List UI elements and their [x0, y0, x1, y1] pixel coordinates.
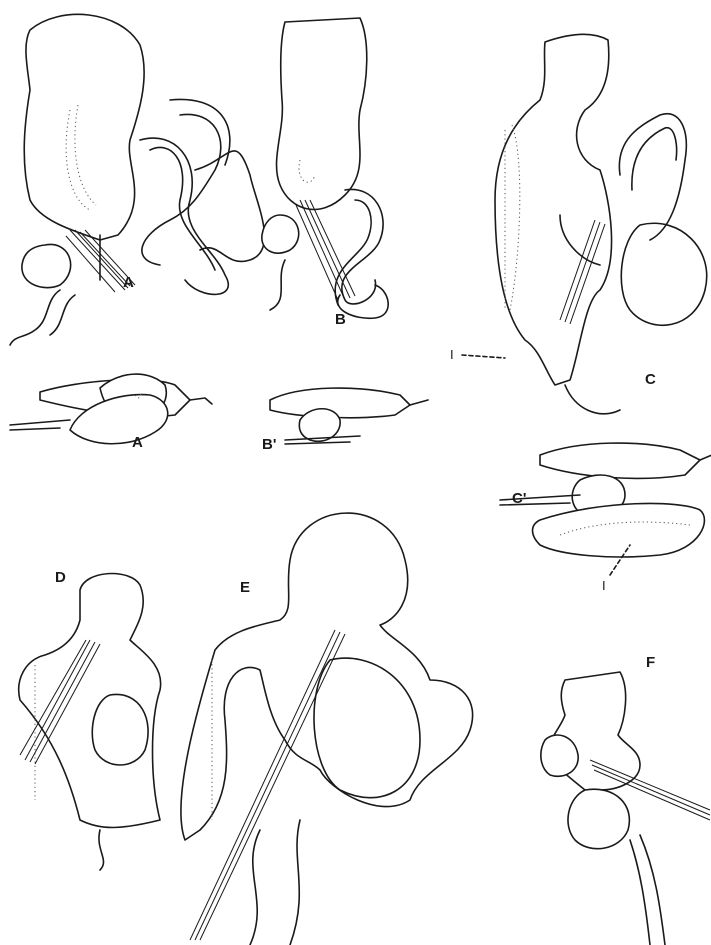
- drawing-f: [541, 672, 710, 945]
- pointer-label-c: I: [450, 347, 454, 362]
- drawing-a: [10, 14, 265, 345]
- label-b: B: [335, 312, 346, 327]
- drawing-b: [262, 18, 388, 318]
- drawing-b-prime: [270, 388, 428, 444]
- label-a: A: [123, 275, 134, 290]
- drawing-d: [19, 574, 161, 870]
- drawing-c-prime: [500, 443, 711, 557]
- pointer-label-c-prime: I: [602, 578, 606, 593]
- pointer-line-c: [462, 355, 505, 358]
- label-f: F: [646, 655, 655, 670]
- nerve-bundle-b: [296, 200, 355, 300]
- label-b-prime: B': [262, 437, 276, 452]
- label-c: C: [645, 372, 656, 387]
- drawing-a-prime: [10, 374, 212, 444]
- label-d: D: [55, 570, 66, 585]
- label-e: E: [240, 580, 250, 595]
- drawing-c: [495, 34, 707, 413]
- label-c-prime: C': [512, 491, 526, 506]
- drawing-e: [181, 513, 473, 945]
- label-a-prime: A: [132, 435, 143, 450]
